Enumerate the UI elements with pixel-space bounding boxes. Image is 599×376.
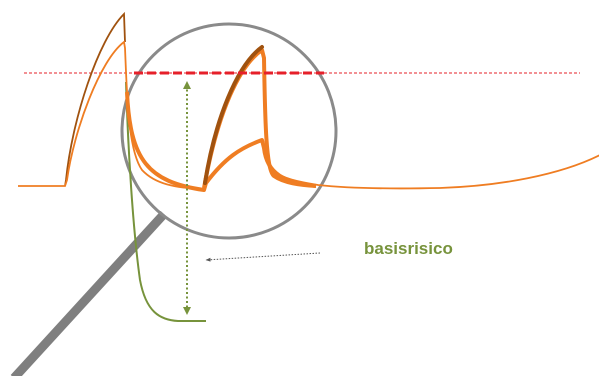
magnified-base-curve: [125, 91, 317, 192]
brown-curve-left: [64, 11, 126, 187]
basis-risk-label: basisrisico: [364, 239, 453, 258]
primary-risk-curve: [18, 40, 599, 190]
basis-curve: [125, 81, 206, 322]
label-pointer-arrow: [205, 252, 321, 262]
magnifier-ring: [120, 22, 338, 240]
magnified-peak-brown: [203, 45, 264, 185]
magnifier-handle: [10, 210, 168, 376]
